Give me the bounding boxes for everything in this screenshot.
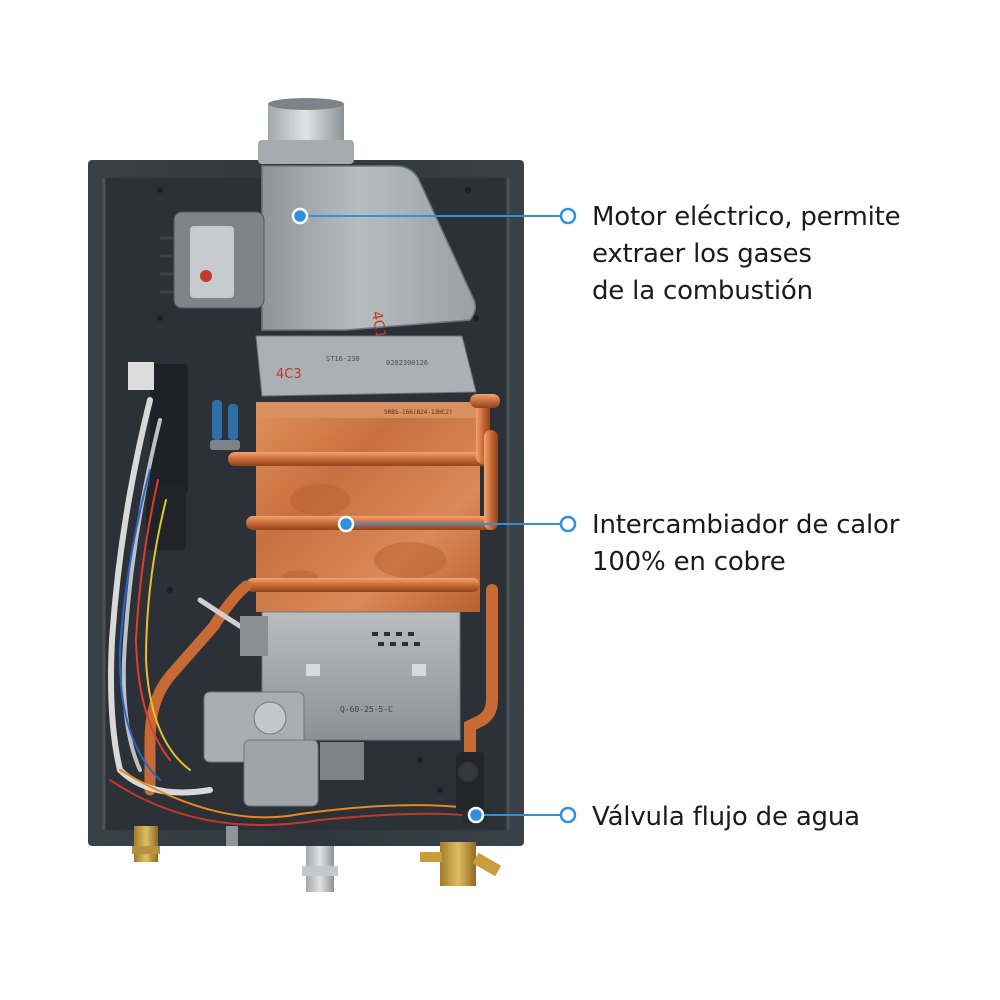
callout-label-motor: Motor eléctrico, permite extraer los gas… bbox=[592, 199, 901, 310]
callout-label-line: Válvula flujo de agua bbox=[592, 802, 860, 832]
callout-rings bbox=[559, 207, 577, 824]
bottom-connectors bbox=[132, 826, 502, 892]
svg-text:4C3: 4C3 bbox=[276, 367, 302, 382]
callout-label-line: 100% en cobre bbox=[592, 547, 786, 577]
control-module bbox=[150, 364, 188, 494]
svg-text:0202300126: 0202300126 bbox=[386, 359, 428, 367]
callout-ring-valve bbox=[559, 806, 577, 824]
exhaust-flue bbox=[268, 102, 344, 150]
fan-housing bbox=[261, 165, 477, 331]
svg-text:Q-60-25-5-C: Q-60-25-5-C bbox=[340, 705, 393, 714]
callout-dots bbox=[291, 207, 485, 824]
collector-hood bbox=[255, 335, 477, 397]
callout-dot-motor bbox=[291, 207, 309, 225]
svg-text:4C1: 4C1 bbox=[368, 310, 389, 340]
water-flow-valve bbox=[456, 752, 484, 814]
callout-lines bbox=[300, 215, 566, 816]
callout-ring-exchanger bbox=[559, 515, 577, 533]
callout-label-line: Motor eléctrico, permite bbox=[592, 202, 901, 232]
callout-label-line: de la combustión bbox=[592, 276, 813, 306]
svg-text:SRBS-166(824-13HC2): SRBS-166(824-13HC2) bbox=[384, 409, 453, 416]
svg-text:ST16-230: ST16-230 bbox=[326, 355, 360, 363]
callout-ring-motor bbox=[559, 207, 577, 225]
callout-dot-exchanger bbox=[337, 515, 355, 533]
callout-label-exchanger: Intercambiador de calor 100% en cobre bbox=[592, 507, 899, 581]
callout-dot-valve bbox=[467, 806, 485, 824]
burner-vent-holes bbox=[372, 632, 420, 646]
callout-label-line: extraer los gases bbox=[592, 239, 812, 269]
callout-label-valve: Válvula flujo de agua bbox=[592, 799, 860, 836]
temperature-sensors bbox=[210, 400, 240, 450]
callout-label-line: Intercambiador de calor bbox=[592, 510, 900, 540]
